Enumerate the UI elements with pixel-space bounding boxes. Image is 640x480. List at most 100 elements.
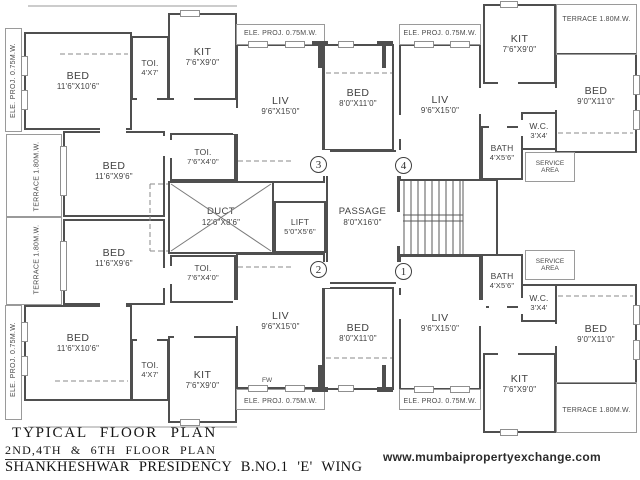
door-opening bbox=[498, 349, 518, 357]
door-opening bbox=[174, 96, 194, 104]
room-label: BED bbox=[584, 85, 608, 98]
flat-marker-3: 3 bbox=[310, 156, 327, 173]
room-bed-bottom-right: BED 9'0"X11'0" bbox=[555, 284, 637, 384]
service-area-top-label: SERVICE AREA bbox=[535, 159, 565, 174]
window-mark bbox=[21, 56, 28, 76]
service-area-bottom-label: SERVICE AREA bbox=[535, 257, 565, 272]
door-opening bbox=[489, 304, 507, 311]
room-label: BED bbox=[102, 247, 126, 260]
door-opening bbox=[100, 126, 126, 134]
room-label: LIV bbox=[272, 310, 289, 323]
door-opening bbox=[551, 88, 559, 110]
window-mark bbox=[248, 41, 268, 48]
room-label: PASSAGE bbox=[338, 205, 387, 217]
window-mark bbox=[500, 1, 518, 8]
window-mark bbox=[633, 75, 640, 95]
watermark-url: www.mumbaipropertyexchange.com bbox=[383, 450, 601, 464]
room-kit-top-right: KIT 7'6"X9'0" bbox=[483, 4, 556, 84]
window-mark bbox=[450, 386, 470, 393]
window-mark bbox=[500, 429, 518, 436]
room-dims: 9'6"X15'0" bbox=[261, 322, 300, 332]
door-opening bbox=[100, 301, 126, 309]
door-opening bbox=[489, 123, 507, 130]
room-dims: 9'6"X15'0" bbox=[420, 323, 460, 333]
room-kit-bottom-left: KIT 7'6"X9'0" bbox=[168, 336, 237, 423]
room-wc-bottom: W.C. 3'X4' bbox=[521, 284, 557, 322]
room-dims: 7'6"X4'0" bbox=[187, 272, 219, 282]
door-opening bbox=[551, 324, 559, 346]
room-label: BATH bbox=[490, 270, 514, 281]
ele-proj-top-right-label: ELE. PROJ. 0.75M.W. bbox=[403, 29, 477, 37]
fw-label: FW bbox=[262, 377, 273, 384]
room-dims: 11'6"X10'6" bbox=[56, 82, 100, 92]
room-dims: 7'6"X9'0" bbox=[185, 57, 220, 67]
ele-proj-left-top-label: ELE. PROJ. 0.75M.W. bbox=[9, 42, 17, 118]
room-label: W.C. bbox=[529, 292, 549, 303]
door-opening bbox=[394, 115, 402, 139]
terrace-left-upper-label: TERRACE 1.80M.W. bbox=[33, 141, 41, 211]
window-mark bbox=[285, 385, 305, 392]
door-opening bbox=[322, 262, 330, 288]
room-dims: 3'X4' bbox=[530, 302, 548, 312]
room-lift: LIFT 5'0"X5'6" bbox=[274, 201, 326, 253]
door-opening bbox=[137, 335, 157, 343]
room-label: TOI. bbox=[194, 146, 212, 157]
window-mark bbox=[633, 110, 640, 130]
room-dims: 9'6"X15'0" bbox=[261, 106, 300, 116]
room-dims: 11'6"X10'6" bbox=[56, 344, 100, 354]
door-opening bbox=[166, 266, 174, 284]
room-label: TOI. bbox=[141, 359, 159, 370]
room-label: KIT bbox=[510, 33, 529, 46]
window-mark bbox=[450, 41, 470, 48]
room-wc-top: W.C. 3'X4' bbox=[521, 112, 557, 150]
room-dims: 7'6"X9'0" bbox=[502, 45, 537, 55]
room-liv-bottom-right: LIV 9'6"X15'0" bbox=[399, 255, 481, 390]
room-dims: 12'6"X8'6" bbox=[201, 218, 241, 228]
room-dims: 5'0"X5'6" bbox=[284, 226, 316, 236]
room-dims: 4'X7' bbox=[141, 369, 159, 379]
door-opening bbox=[478, 88, 486, 114]
ele-proj-bottom-left-label: ELE. PROJ. 0.75M.W. bbox=[243, 397, 318, 405]
room-dims: 4'X5'6" bbox=[489, 152, 515, 162]
window-mark bbox=[414, 41, 434, 48]
door-opening bbox=[233, 108, 241, 134]
ele-proj-strip-left-top bbox=[5, 28, 22, 132]
room-label: BED bbox=[346, 321, 370, 334]
door-opening bbox=[137, 96, 157, 104]
window-mark bbox=[21, 356, 28, 376]
room-label: LIV bbox=[431, 93, 449, 106]
window-mark bbox=[633, 340, 640, 360]
room-dims: 7'6"X9'0" bbox=[502, 385, 537, 395]
terrace-top-right bbox=[556, 4, 637, 55]
ele-proj-bottom-right bbox=[399, 389, 481, 410]
window-mark bbox=[414, 386, 434, 393]
door-opening bbox=[395, 212, 403, 246]
title-project-name: SHANKHESHWAR PRESIDENCY B.NO.1 'E' WING bbox=[5, 459, 363, 475]
room-label: LIV bbox=[272, 94, 289, 107]
room-bath-top: BATH 4'X5'6" bbox=[481, 126, 523, 180]
room-kit-bottom-right: KIT 7'6"X9'0" bbox=[483, 353, 556, 433]
terrace-bottom-right bbox=[556, 382, 637, 433]
room-staircase bbox=[398, 179, 498, 256]
room-label: LIFT bbox=[290, 216, 310, 227]
room-dims: 8'0"X16'0" bbox=[343, 217, 382, 227]
room-kit-top-left: KIT 7'6"X9'0" bbox=[168, 13, 237, 100]
room-duct: DUCT 12'6"X8'6" bbox=[168, 181, 274, 254]
room-dims: 11'6"X9'6" bbox=[95, 172, 133, 182]
room-label: KIT bbox=[193, 45, 212, 58]
window-mark bbox=[248, 385, 268, 392]
room-dims: 4'X7' bbox=[141, 67, 159, 77]
door-opening bbox=[161, 136, 169, 156]
room-toi-top-left: TOI. 4'X7' bbox=[131, 36, 169, 100]
window-mark bbox=[21, 90, 28, 110]
room-bed-mid-left-lower: BED 11'6"X9'6" bbox=[63, 219, 165, 305]
title-typical-floor-plan: TYPICAL FLOOR PLAN bbox=[12, 425, 218, 441]
flat-marker-2: 2 bbox=[310, 261, 327, 278]
window-mark bbox=[633, 305, 640, 325]
room-toi-mid-lower: TOI. 7'6"X4'0" bbox=[170, 255, 236, 303]
room-bed-bottom-center: BED 8'0"X11'0" bbox=[322, 287, 394, 390]
room-label: KIT bbox=[193, 368, 212, 381]
terrace-top-right-label: TERRACE 1.80M.W. bbox=[562, 15, 631, 23]
ele-proj-bottom-left bbox=[236, 389, 325, 410]
